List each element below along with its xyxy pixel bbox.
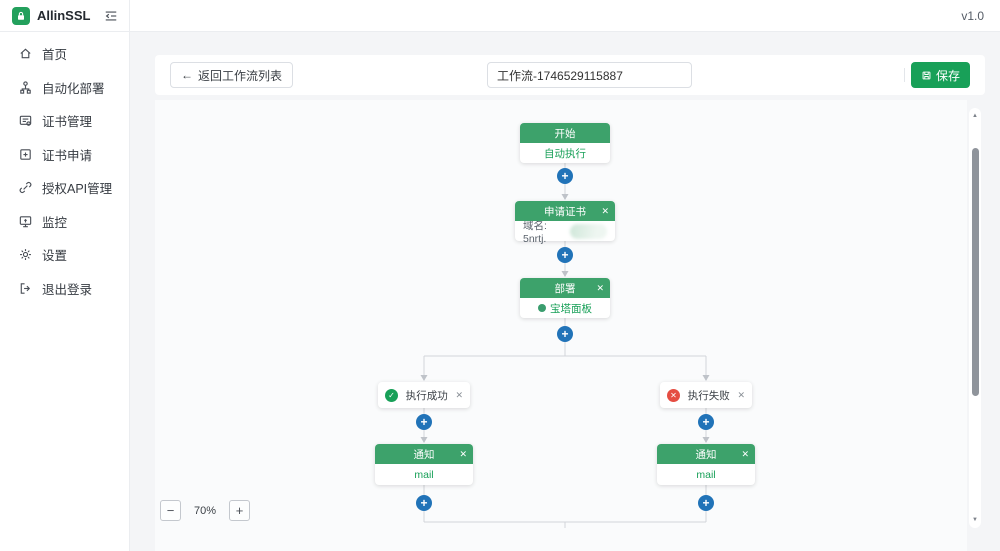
logo-row: AllinSSL bbox=[0, 0, 129, 32]
add-node-button[interactable]: + bbox=[416, 495, 432, 511]
sidebar-item-home[interactable]: 首页 bbox=[0, 37, 129, 71]
node-deploy[interactable]: 部署 ✕ 宝塔面板 bbox=[520, 278, 610, 318]
monitor-icon bbox=[19, 216, 32, 227]
zoom-controls: − 70% + bbox=[160, 500, 251, 521]
node-deploy-body: 宝塔面板 bbox=[520, 298, 610, 318]
close-icon[interactable]: ✕ bbox=[741, 448, 749, 459]
node-notify-success[interactable]: 通知 ✕ mail bbox=[375, 444, 473, 485]
plus-icon: + bbox=[702, 496, 710, 510]
back-arrow-icon: ← bbox=[181, 68, 193, 82]
sidebar-item-auto-deploy[interactable]: 自动化部署 bbox=[0, 71, 129, 105]
workflow-toolbar: ← 返回工作流列表 保存 bbox=[155, 55, 985, 95]
notify-channel-label: mail bbox=[696, 468, 716, 481]
back-button-label: 返回工作流列表 bbox=[198, 68, 283, 83]
sidebar-item-cert-apply[interactable]: 证书申请 bbox=[0, 138, 129, 172]
topbar: v1.0 bbox=[130, 0, 1000, 32]
main-area: ← 返回工作流列表 保存 bbox=[130, 32, 1000, 551]
plus-icon: + bbox=[561, 169, 569, 183]
plus-icon: + bbox=[702, 415, 710, 429]
branch-fail[interactable]: ✕ 执行失败 ✕ bbox=[660, 382, 752, 408]
zoom-out-button[interactable]: − bbox=[160, 500, 181, 521]
zoom-in-button[interactable]: + bbox=[229, 500, 251, 521]
branch-fail-label: 执行失败 bbox=[687, 389, 730, 402]
node-notify-title: 通知 bbox=[413, 448, 435, 461]
sidebar-item-logout[interactable]: 退出登录 bbox=[0, 272, 129, 306]
deploy-target-label: 宝塔面板 bbox=[550, 302, 592, 315]
domain-label: 域名: 5nrtj. bbox=[523, 219, 547, 245]
node-notify-header: 通知 ✕ bbox=[657, 444, 755, 464]
add-node-button[interactable]: + bbox=[416, 414, 432, 430]
sidebar-item-monitor[interactable]: 监控 bbox=[0, 205, 129, 239]
node-deploy-title: 部署 bbox=[554, 282, 576, 295]
workflow-canvas[interactable]: 开始 自动执行 + 申请证书 ✕ 域名: 5nrtj. + 部署 ✕ bbox=[155, 100, 967, 551]
app-name: AllinSSL bbox=[37, 8, 91, 23]
plus-icon: + bbox=[420, 415, 428, 429]
sidebar: AllinSSL 首页 自动化部署 证书管理 证书申请 授权API管理 监控 bbox=[0, 0, 130, 551]
deploy-icon bbox=[20, 81, 31, 94]
node-notify-header: 通知 ✕ bbox=[375, 444, 473, 464]
fail-cross-icon: ✕ bbox=[667, 388, 680, 402]
node-apply-cert-body: 域名: 5nrtj. bbox=[515, 220, 615, 245]
minus-icon: − bbox=[166, 503, 175, 518]
branch-success[interactable]: ✓ 执行成功 ✕ bbox=[378, 382, 470, 408]
sidebar-item-cert-manage[interactable]: 证书管理 bbox=[0, 104, 129, 138]
api-icon bbox=[19, 182, 32, 194]
node-notify-fail[interactable]: 通知 ✕ mail bbox=[657, 444, 755, 485]
node-apply-cert-title: 申请证书 bbox=[544, 205, 586, 218]
redacted-domain-blur bbox=[569, 223, 607, 239]
cert-manage-icon bbox=[19, 115, 32, 127]
save-icon bbox=[922, 71, 931, 79]
add-node-button[interactable]: + bbox=[557, 326, 573, 342]
plus-icon: + bbox=[235, 503, 244, 518]
version-label: v1.0 bbox=[961, 8, 984, 23]
add-node-button[interactable]: + bbox=[698, 414, 714, 430]
logout-icon bbox=[20, 283, 31, 294]
node-deploy-header: 部署 ✕ bbox=[520, 278, 610, 298]
success-check-icon: ✓ bbox=[385, 388, 398, 402]
save-button-label: 保存 bbox=[935, 68, 960, 83]
plus-icon: + bbox=[420, 496, 428, 510]
scroll-down-icon[interactable]: ▼ bbox=[972, 517, 978, 523]
toolbar-divider bbox=[904, 68, 905, 82]
plus-icon: + bbox=[561, 327, 569, 341]
notify-channel-label: mail bbox=[414, 468, 434, 481]
close-icon[interactable]: ✕ bbox=[459, 448, 467, 459]
back-to-workflow-list-button[interactable]: ← 返回工作流列表 bbox=[170, 62, 294, 88]
settings-icon bbox=[20, 249, 31, 261]
cert-apply-icon bbox=[20, 149, 31, 160]
scrollbar-thumb[interactable] bbox=[971, 148, 979, 396]
node-apply-cert[interactable]: 申请证书 ✕ 域名: 5nrtj. bbox=[515, 201, 615, 245]
node-start-body: 自动执行 bbox=[544, 147, 586, 160]
sidebar-item-api-manage[interactable]: 授权API管理 bbox=[0, 171, 129, 205]
scroll-up-icon[interactable]: ▲ bbox=[972, 113, 978, 119]
add-node-button[interactable]: + bbox=[557, 168, 573, 184]
node-notify-title: 通知 bbox=[695, 448, 717, 461]
add-node-button[interactable]: + bbox=[698, 495, 714, 511]
node-start-header: 开始 bbox=[520, 123, 610, 143]
close-icon[interactable]: ✕ bbox=[455, 389, 463, 400]
home-icon bbox=[20, 48, 31, 59]
workflow-name-input[interactable] bbox=[487, 62, 692, 88]
vertical-scrollbar[interactable]: ▲ ▼ bbox=[969, 108, 981, 528]
sidebar-item-settings[interactable]: 设置 bbox=[0, 238, 129, 272]
allinssl-lock-logo-icon bbox=[12, 6, 30, 25]
branch-success-label: 执行成功 bbox=[405, 389, 448, 402]
add-node-button[interactable]: + bbox=[557, 247, 573, 263]
baota-panel-icon bbox=[538, 304, 546, 312]
close-icon[interactable]: ✕ bbox=[601, 205, 609, 216]
close-icon[interactable]: ✕ bbox=[596, 282, 604, 293]
node-start[interactable]: 开始 自动执行 bbox=[520, 123, 610, 163]
close-icon[interactable]: ✕ bbox=[737, 389, 745, 400]
node-start-title: 开始 bbox=[554, 127, 576, 140]
plus-icon: + bbox=[561, 248, 569, 262]
node-apply-cert-header: 申请证书 ✕ bbox=[515, 201, 615, 221]
sidebar-menu: 首页 自动化部署 证书管理 证书申请 授权API管理 监控 设置 退出登录 bbox=[0, 32, 129, 305]
collapse-sidebar-icon[interactable] bbox=[103, 8, 119, 24]
save-button[interactable]: 保存 bbox=[910, 62, 970, 88]
zoom-level: 70% bbox=[194, 504, 217, 517]
